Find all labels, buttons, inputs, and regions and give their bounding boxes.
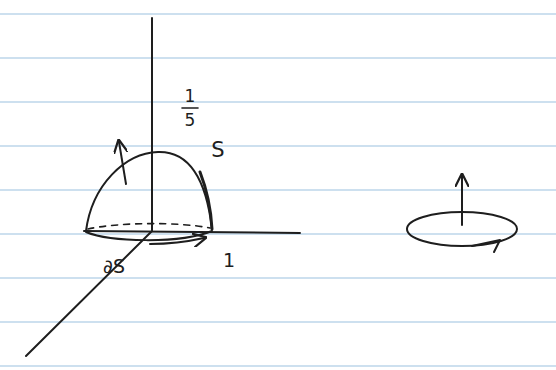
fraction-denominator: 5 xyxy=(185,112,196,129)
circulation-arrow xyxy=(472,240,500,252)
dome-edge xyxy=(200,172,212,229)
y-axis xyxy=(26,231,152,356)
axis-intercept: 1 xyxy=(223,251,235,270)
boundary-label: ∂S xyxy=(103,257,125,276)
z-axis xyxy=(151,18,153,230)
boundary-arrow xyxy=(150,238,204,244)
fraction-bar xyxy=(182,107,198,109)
fraction-numerator: 1 xyxy=(185,88,196,105)
surface-label: S xyxy=(211,140,224,161)
paper-lines xyxy=(0,14,556,366)
dome-base-back xyxy=(88,224,210,229)
dome-base-front xyxy=(86,231,212,240)
normal-arrow xyxy=(119,142,126,184)
dome-surface xyxy=(86,152,212,231)
disk-normal-arrow xyxy=(461,176,463,225)
x-axis xyxy=(84,231,300,233)
